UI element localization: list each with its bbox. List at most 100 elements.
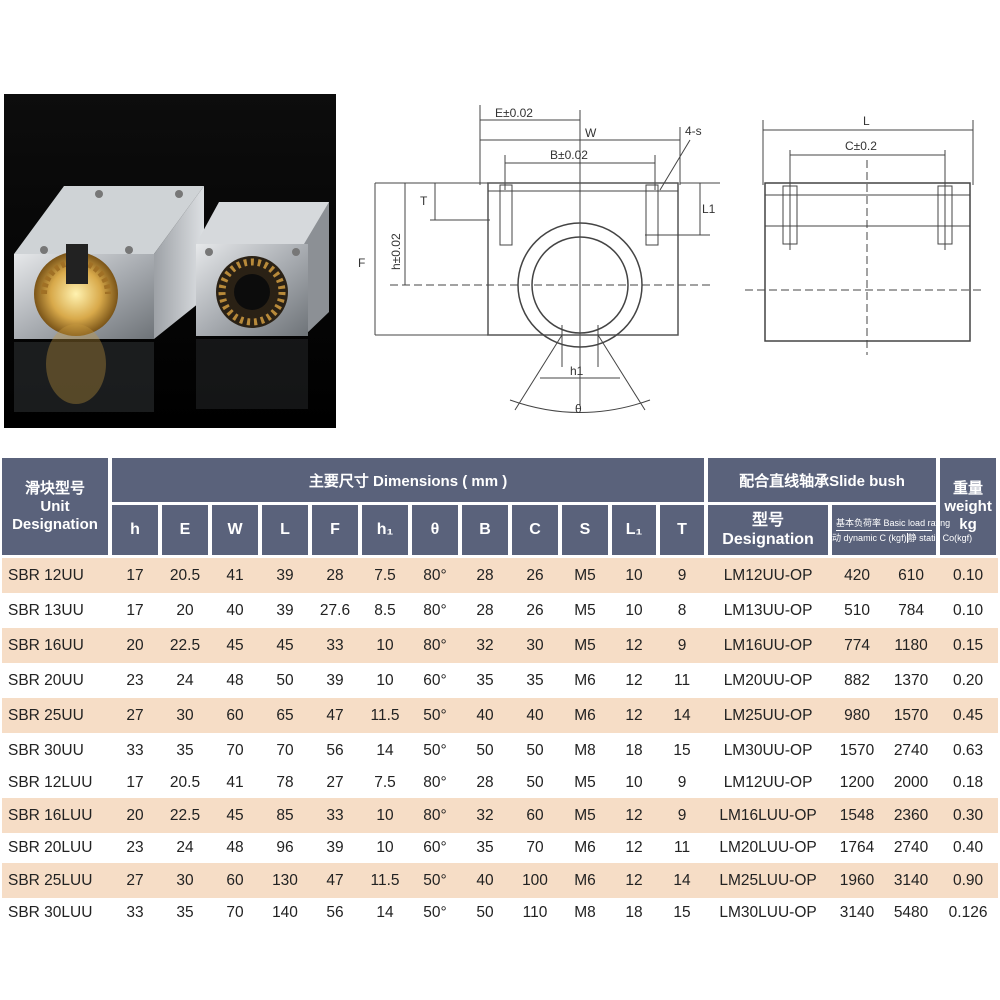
cell-B: 35 — [476, 839, 494, 856]
cell-h1: 11.5 — [360, 863, 410, 898]
col-W: W — [210, 503, 262, 558]
cell-E: 24 — [176, 671, 194, 689]
cell-stat: 2000 — [893, 774, 929, 791]
cell-h1: 14 — [376, 741, 394, 759]
cell-C: 50 — [526, 741, 544, 759]
cell-unit: SBR 12LUU — [8, 774, 93, 791]
cell-L: 70 — [276, 741, 294, 759]
cell-C: 30 — [510, 628, 560, 663]
header-unit-cn: 滑块型号 — [24, 479, 85, 497]
cell-F: 47 — [310, 863, 360, 898]
load-rating-title: 基本负荷率 Basic load rating — [836, 518, 950, 531]
cell-weight: 0.45 — [938, 698, 999, 733]
cell-h: 33 — [126, 741, 144, 759]
cell-T: 11 — [673, 671, 691, 689]
cell-C: 26 — [526, 601, 544, 619]
cell-weight: 0.90 — [938, 863, 999, 898]
cell-theta: 50° — [423, 741, 447, 759]
label-F: F — [358, 256, 365, 270]
cell-W: 45 — [210, 628, 260, 663]
cell-h: 20 — [110, 798, 160, 833]
cell-B: 32 — [460, 798, 510, 833]
cell-L1: 12 — [610, 628, 658, 663]
cell-dyn: 420 — [830, 556, 885, 593]
cell-W: 41 — [226, 774, 244, 791]
header-unit-en1: Unit — [40, 497, 70, 515]
cell-desig: LM30UU-OP — [723, 741, 813, 759]
label-C: C±0.2 — [845, 139, 877, 153]
cell-weight: 0.126 — [948, 904, 988, 921]
cell-T: 9 — [658, 628, 707, 663]
cell-B: 32 — [460, 628, 510, 663]
cell-weight: 0.18 — [952, 774, 984, 791]
cell-unit: SBR 20UU — [8, 671, 84, 689]
label-4s: 4-s — [685, 124, 702, 138]
cell-F: 27 — [326, 774, 344, 791]
cell-dyn: 1570 — [839, 741, 875, 759]
cell-stat: 5480 — [893, 904, 929, 921]
cell-desig: LM25LUU-OP — [706, 863, 831, 898]
cell-h1: 10 — [376, 671, 394, 689]
cell-W: 40 — [226, 601, 244, 619]
label-E: E±0.02 — [495, 106, 533, 120]
cell-h: 23 — [126, 839, 144, 856]
col-dynamic: 动 dynamic C (kgf) — [832, 532, 907, 543]
cell-F: 28 — [310, 556, 360, 593]
col-designation-en: Designation — [722, 531, 814, 548]
col-L: L — [260, 503, 312, 558]
cell-desig: LM13UU-OP — [723, 601, 813, 619]
cell-desig: LM20UU-OP — [723, 671, 813, 689]
cell-F: 56 — [326, 741, 344, 759]
cell-T: 9 — [658, 556, 707, 593]
cell-F: 56 — [326, 904, 344, 921]
col-theta: θ — [410, 503, 462, 558]
cell-E: 30 — [160, 698, 210, 733]
cell-F: 33 — [310, 798, 360, 833]
col-static: 静 static Co(kgf) — [906, 532, 973, 543]
cell-W: 70 — [226, 741, 244, 759]
label-h1: h1 — [570, 364, 584, 378]
cell-T: 15 — [673, 904, 691, 921]
cell-B: 40 — [460, 698, 510, 733]
cell-B: 28 — [476, 774, 494, 791]
col-h: h — [110, 503, 162, 558]
cell-W: 60 — [210, 863, 260, 898]
cell-h1: 7.5 — [360, 556, 410, 593]
cell-unit: SBR 25LUU — [2, 863, 110, 898]
cell-h1: 10 — [360, 798, 410, 833]
cell-weight: 0.63 — [952, 741, 984, 759]
cell-theta: 80° — [410, 556, 460, 593]
cell-desig: LM30LUU-OP — [719, 904, 817, 921]
cell-unit: SBR 12UU — [2, 556, 110, 593]
cell-unit: SBR 16UU — [2, 628, 110, 663]
cell-L: 96 — [276, 839, 294, 856]
cell-B: 50 — [476, 904, 494, 921]
cell-h: 27 — [110, 698, 160, 733]
cell-F: 27.6 — [319, 601, 351, 619]
cell-unit: SBR 20LUU — [8, 839, 93, 856]
label-theta: θ — [575, 402, 582, 416]
cell-C: 40 — [510, 698, 560, 733]
cell-C: 60 — [510, 798, 560, 833]
col-B: B — [460, 503, 512, 558]
header-weight-unit: kg — [959, 515, 977, 533]
cell-C: 35 — [526, 671, 544, 689]
cell-L1: 18 — [625, 904, 643, 921]
cell-theta: 50° — [410, 698, 460, 733]
cell-B: 28 — [460, 556, 510, 593]
col-h1: h₁ — [360, 503, 412, 558]
cell-theta: 50° — [423, 904, 447, 921]
col-designation-cn: 型号 — [752, 512, 785, 529]
cell-dyn: 980 — [830, 698, 885, 733]
cell-h1: 11.5 — [360, 698, 410, 733]
cell-desig: LM12UU-OP — [723, 774, 813, 791]
cell-F: 33 — [310, 628, 360, 663]
cell-T: 9 — [677, 774, 687, 791]
